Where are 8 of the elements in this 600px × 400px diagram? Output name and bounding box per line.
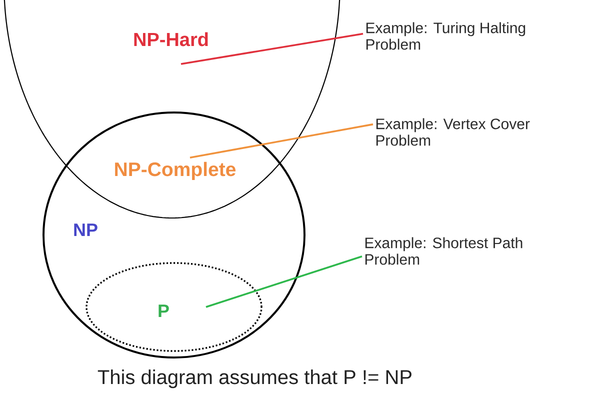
leader-line (190, 123, 374, 159)
leader-line (206, 256, 362, 308)
leader-line (180, 32, 364, 65)
region-label: NP-Complete (115, 162, 236, 180)
example-text: Example: Turing Halting Problem (366, 22, 526, 50)
example-text: Example: Vertex Cover Problem (376, 118, 530, 146)
example-text: Example: Shortest Path Problem (365, 237, 522, 265)
caption: This diagram assumes that P != NP (98, 370, 412, 388)
